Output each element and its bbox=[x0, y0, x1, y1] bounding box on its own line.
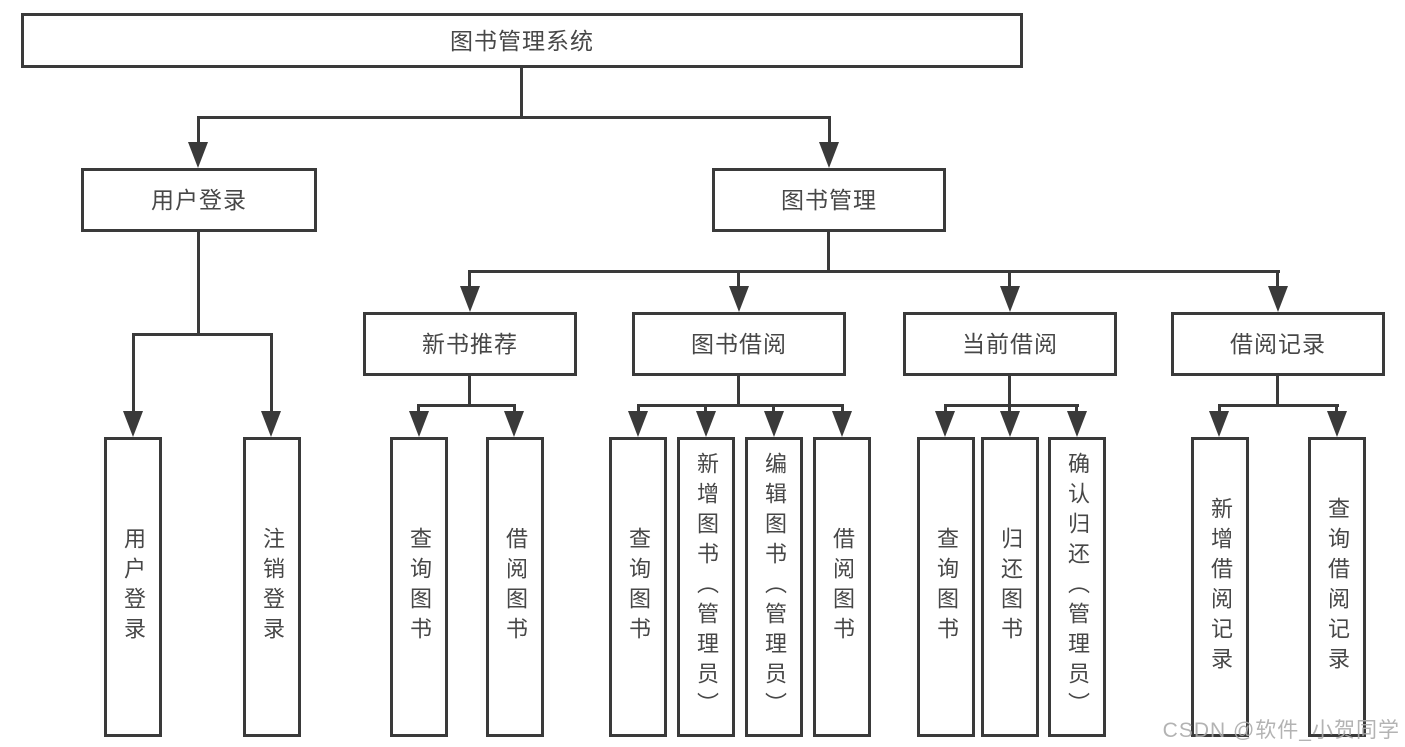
arrow-down-icon bbox=[504, 411, 524, 437]
watermark: CSDN @软件_小贺同学 bbox=[1162, 719, 1400, 742]
leaf-label: 借阅图书 bbox=[830, 527, 855, 647]
node-current-borrow: 当前借阅 bbox=[903, 312, 1117, 376]
node-borrow-records: 借阅记录 bbox=[1171, 312, 1385, 376]
leaf-query-books-2: 查询图书 bbox=[609, 437, 667, 737]
connector-line bbox=[737, 270, 740, 290]
node-new-books: 新书推荐 bbox=[363, 312, 577, 376]
connector-line bbox=[417, 404, 516, 407]
connector-line bbox=[417, 404, 420, 416]
connector-line bbox=[197, 116, 200, 148]
leaf-label: 新增借阅记录 bbox=[1208, 497, 1233, 677]
connector-line bbox=[270, 333, 273, 415]
connector-line bbox=[132, 333, 273, 336]
connector-line bbox=[637, 404, 640, 416]
connector-line bbox=[1218, 404, 1221, 416]
node-root: 图书管理系统 bbox=[21, 13, 1023, 68]
leaf-add-books-admin: 新增图书（管理员） bbox=[677, 437, 735, 737]
arrow-down-icon bbox=[1067, 411, 1087, 437]
connector-line bbox=[1276, 270, 1279, 290]
connector-line bbox=[1008, 376, 1011, 406]
arrow-down-icon bbox=[188, 142, 208, 168]
arrow-down-icon bbox=[1000, 286, 1020, 312]
leaf-edit-books-admin: 编辑图书（管理员） bbox=[745, 437, 803, 737]
connector-line bbox=[944, 404, 1079, 407]
arrow-down-icon bbox=[819, 142, 839, 168]
leaf-label: 新增图书（管理员） bbox=[694, 452, 719, 722]
leaf-label: 查询图书 bbox=[934, 527, 959, 647]
connector-line bbox=[468, 376, 471, 406]
leaf-label: 查询图书 bbox=[626, 527, 651, 647]
arrow-down-icon bbox=[628, 411, 648, 437]
connector-line bbox=[827, 232, 830, 273]
arrow-down-icon bbox=[1000, 411, 1020, 437]
arrow-down-icon bbox=[764, 411, 784, 437]
leaf-return-books: 归还图书 bbox=[981, 437, 1039, 737]
leaf-label: 归还图书 bbox=[998, 527, 1023, 647]
node-book-borrow: 图书借阅 bbox=[632, 312, 846, 376]
arrow-down-icon bbox=[123, 411, 143, 437]
arrow-down-icon bbox=[261, 411, 281, 437]
connector-line bbox=[828, 116, 831, 148]
leaf-borrow-books-1: 借阅图书 bbox=[486, 437, 544, 737]
leaf-add-borrow-record: 新增借阅记录 bbox=[1191, 437, 1249, 737]
leaf-user-login: 用户登录 bbox=[104, 437, 162, 737]
connector-line bbox=[197, 116, 831, 119]
arrow-down-icon bbox=[409, 411, 429, 437]
connector-line bbox=[704, 404, 707, 416]
connector-line bbox=[1075, 404, 1078, 416]
arrow-down-icon bbox=[1209, 411, 1229, 437]
arrow-down-icon bbox=[1327, 411, 1347, 437]
leaf-query-borrow-record: 查询借阅记录 bbox=[1308, 437, 1366, 737]
connector-line bbox=[520, 66, 523, 119]
leaf-label: 借阅图书 bbox=[503, 527, 528, 647]
leaf-label: 确认归还（管理员） bbox=[1065, 452, 1090, 722]
connector-line bbox=[1276, 376, 1279, 406]
connector-line bbox=[197, 232, 200, 336]
leaf-label: 编辑图书（管理员） bbox=[762, 452, 787, 722]
arrow-down-icon bbox=[696, 411, 716, 437]
connector-line bbox=[637, 404, 844, 407]
leaf-label: 查询借阅记录 bbox=[1325, 497, 1350, 677]
arrow-down-icon bbox=[729, 286, 749, 312]
leaf-query-books-3: 查询图书 bbox=[917, 437, 975, 737]
connector-line bbox=[772, 404, 775, 416]
connector-line bbox=[1008, 404, 1011, 416]
leaf-label: 用户登录 bbox=[121, 527, 146, 647]
leaf-label: 查询图书 bbox=[407, 527, 432, 647]
leaf-logout: 注销登录 bbox=[243, 437, 301, 737]
leaf-query-books-1: 查询图书 bbox=[390, 437, 448, 737]
connector-line bbox=[841, 404, 844, 416]
arrow-down-icon bbox=[832, 411, 852, 437]
leaf-label: 注销登录 bbox=[260, 527, 285, 647]
leaf-confirm-return-admin: 确认归还（管理员） bbox=[1048, 437, 1106, 737]
node-user-login: 用户登录 bbox=[81, 168, 317, 232]
connector-line bbox=[1335, 404, 1338, 416]
connector-line bbox=[944, 404, 947, 416]
connector-line bbox=[468, 270, 471, 290]
arrow-down-icon bbox=[935, 411, 955, 437]
connector-line bbox=[1218, 404, 1339, 407]
leaf-borrow-books-2: 借阅图书 bbox=[813, 437, 871, 737]
connector-line bbox=[132, 333, 135, 415]
arrow-down-icon bbox=[1268, 286, 1288, 312]
connector-line bbox=[1008, 270, 1011, 290]
node-book-management: 图书管理 bbox=[712, 168, 946, 232]
connector-line bbox=[468, 270, 1280, 273]
arrow-down-icon bbox=[460, 286, 480, 312]
connector-line bbox=[737, 376, 740, 406]
connector-line bbox=[513, 404, 516, 416]
